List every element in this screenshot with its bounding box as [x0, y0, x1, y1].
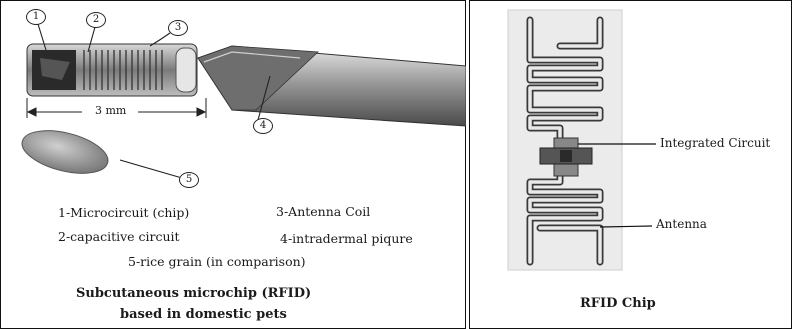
- callout-antenna: Antenna: [656, 217, 707, 231]
- callout-integrated-circuit: Integrated Circuit: [660, 136, 770, 150]
- rfid-caption: RFID Chip: [580, 296, 656, 311]
